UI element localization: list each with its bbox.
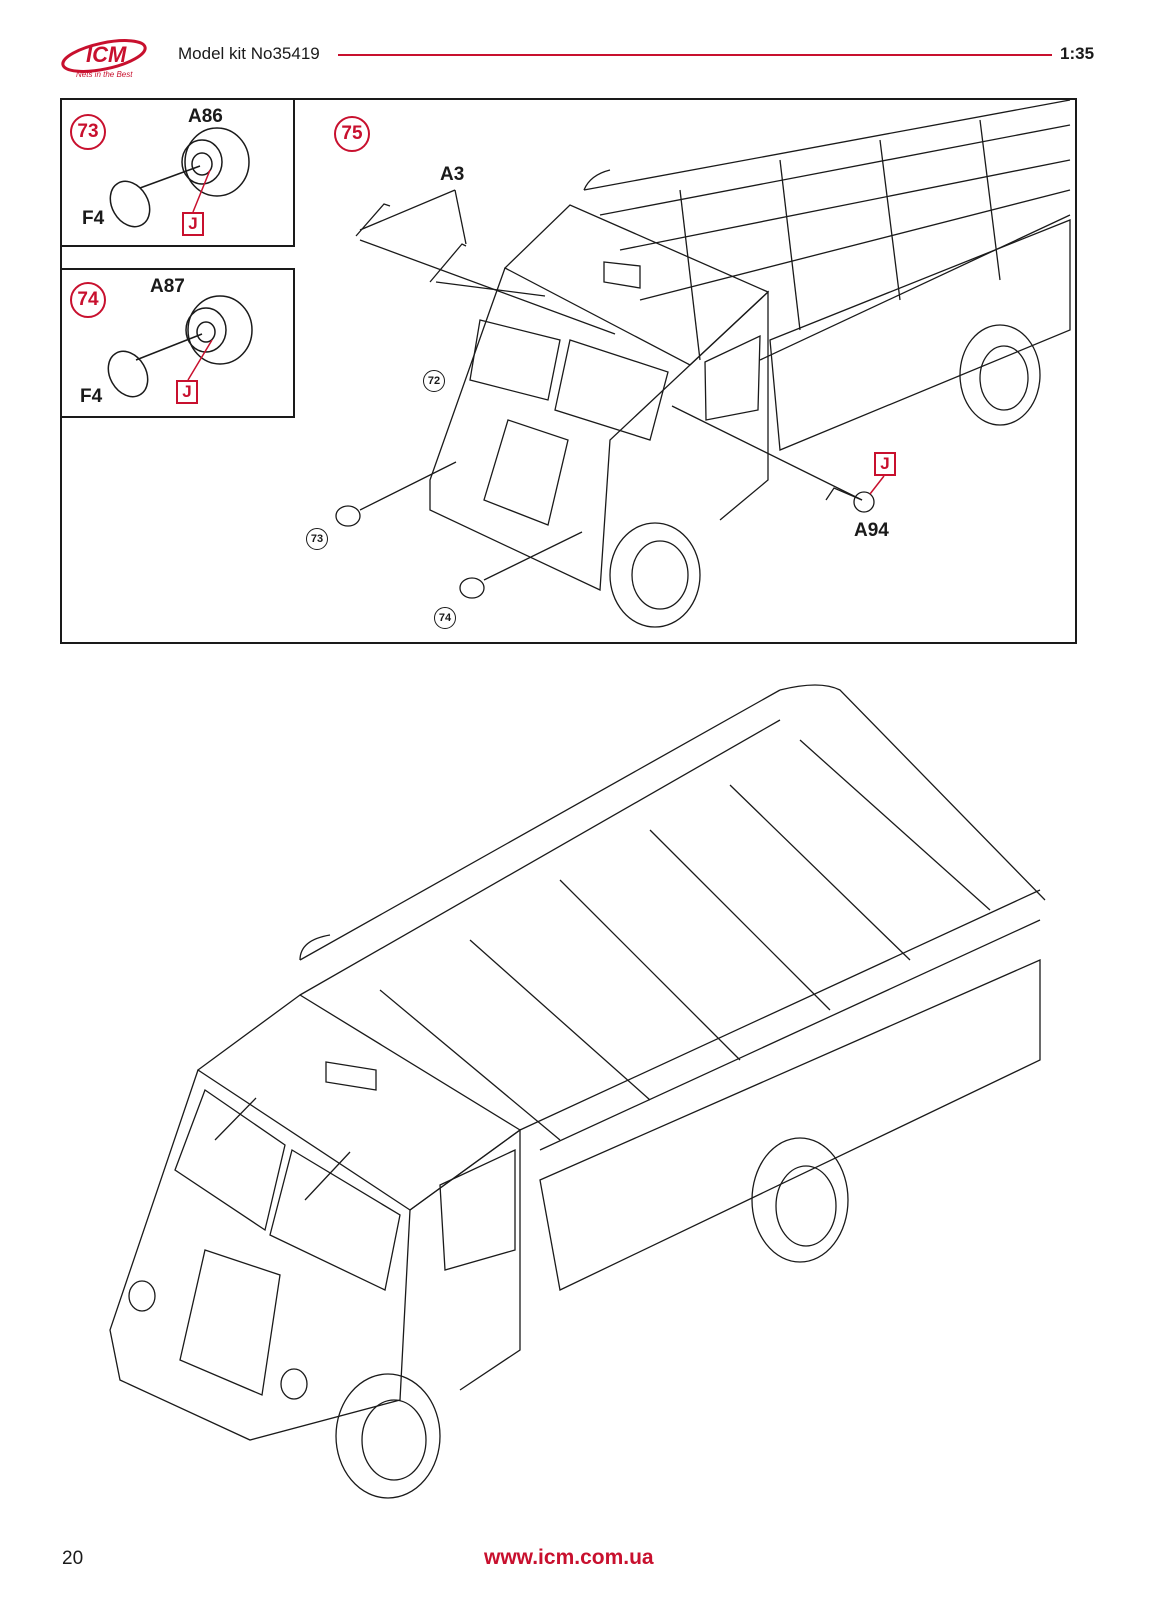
ref-step-73-badge: 73 (306, 528, 328, 550)
part-label-a87: A87 (150, 276, 185, 297)
page-title: Model kit No35419 (178, 44, 320, 63)
part-label-a94: A94 (854, 520, 889, 541)
step-73-panel: 73 A86 F4 J (60, 98, 295, 247)
logo-tagline: Nets in the Best (76, 70, 133, 79)
ref-step-74-badge: 74 (434, 607, 456, 629)
logo-swoosh-icon (61, 39, 147, 73)
part-label-a3: A3 (440, 164, 465, 185)
part-label-a86: A86 (188, 106, 223, 127)
step-74-panel: 74 A87 F4 J (60, 268, 295, 418)
headlight-diagram-icon (109, 127, 250, 228)
step-75-badge: 75 (334, 116, 370, 152)
paint-code-j: J (176, 380, 198, 404)
ref-step-72-badge: 72 (423, 370, 445, 392)
header-rule (338, 54, 1052, 56)
logo-text: ICM (86, 42, 127, 67)
step-74-badge: 74 (70, 282, 106, 318)
scale-label: 1:35 (1060, 44, 1095, 63)
icm-logo: ICM Nets in the Best (58, 32, 158, 82)
part-label-f4: F4 (80, 386, 103, 407)
fog-light-diagram-icon (107, 295, 253, 398)
website-link[interactable]: www.icm.com.ua (484, 1546, 654, 1569)
paint-code-j: J (182, 212, 204, 236)
part-label-f4: F4 (82, 208, 105, 229)
paint-code-j: J (874, 452, 896, 476)
page-number: 20 (62, 1548, 84, 1569)
step-73-badge: 73 (70, 114, 106, 150)
